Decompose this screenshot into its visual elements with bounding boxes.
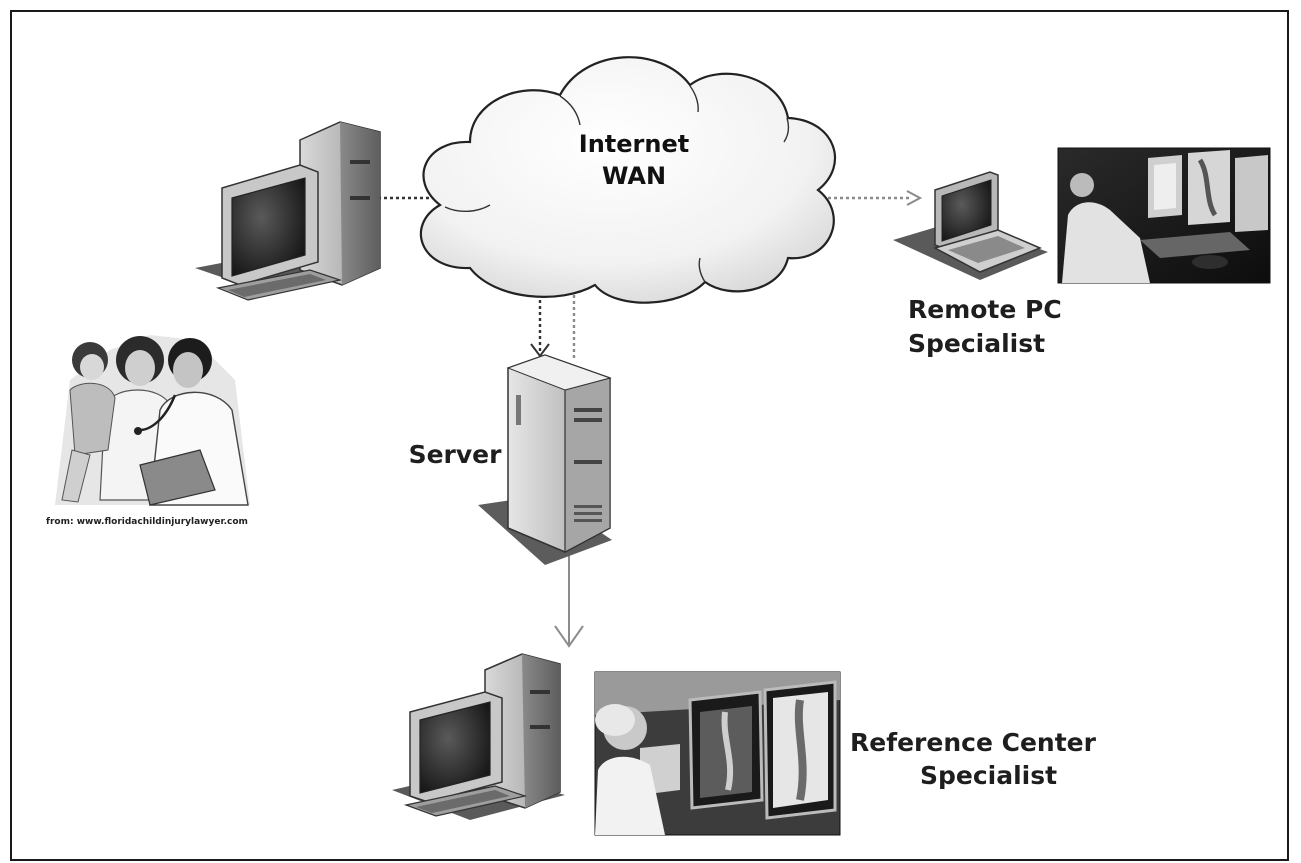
remote-label-line2: Specialist bbox=[908, 329, 1045, 358]
reference-label-line1: Reference Center bbox=[850, 728, 1097, 757]
image-credit: from: www.floridachildinjurylawyer.com bbox=[46, 517, 248, 527]
cloud-label-line2: WAN bbox=[602, 162, 666, 190]
remote-laptop-icon bbox=[893, 171, 1048, 280]
reference-label-line2: Specialist bbox=[920, 761, 1057, 790]
desktop-computer-icon bbox=[195, 121, 381, 301]
server-label: Server bbox=[409, 440, 503, 469]
server-icon bbox=[478, 354, 612, 565]
cloud-label-line1: Internet bbox=[579, 130, 689, 158]
remote-label-line1: Remote PC bbox=[908, 295, 1062, 324]
reference-desktop-icon bbox=[392, 653, 565, 820]
remote-specialist-photo bbox=[1057, 147, 1271, 284]
server-to-remote-arrowhead bbox=[906, 190, 923, 206]
internet-cloud-icon bbox=[420, 56, 836, 304]
reference-specialist-photo bbox=[594, 671, 841, 836]
server-to-reference-arrowhead bbox=[554, 625, 584, 648]
patient-doctor-illustration bbox=[55, 335, 250, 506]
